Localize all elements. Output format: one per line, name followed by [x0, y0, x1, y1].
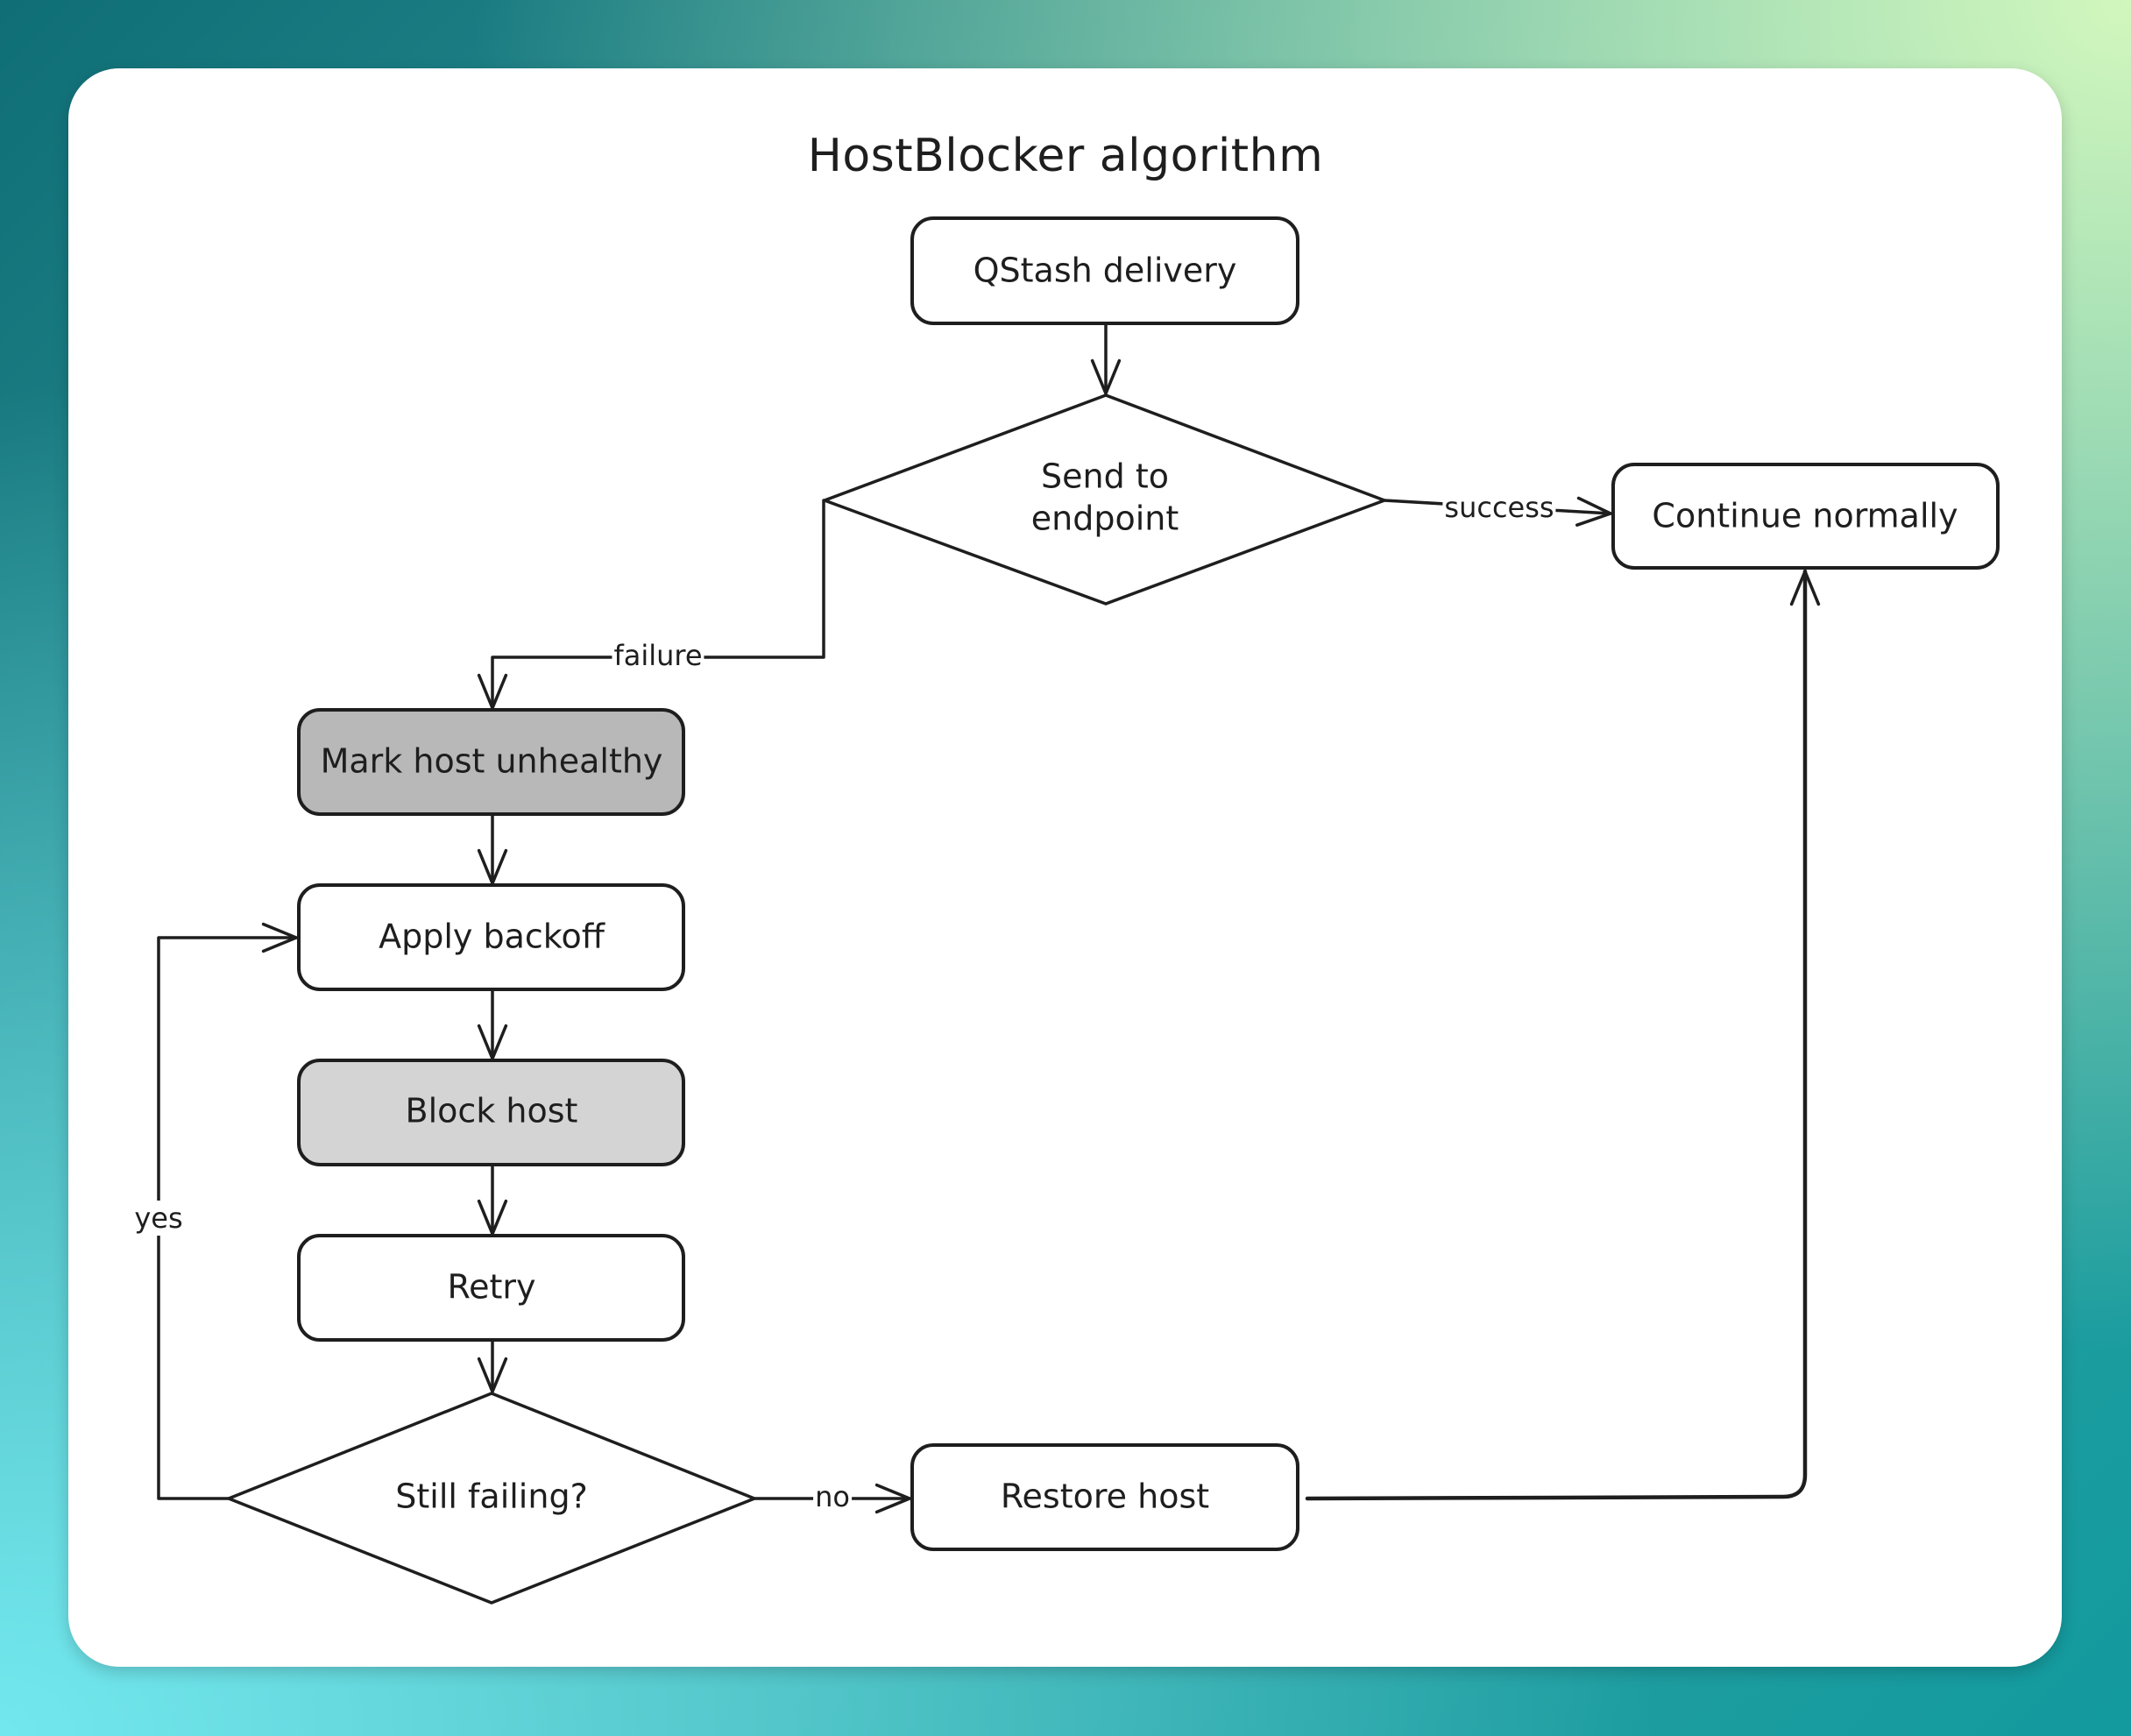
label-mark-host-unhealthy: Mark host unhealthy: [320, 741, 663, 781]
label-send-to-endpoint: Send to endpoint: [1031, 457, 1179, 540]
edge-label-no: no: [813, 1479, 852, 1514]
edge-label-yes: yes: [132, 1201, 185, 1236]
label-block-host: Block host: [405, 1091, 578, 1130]
edge-send-to-mark-failure: [477, 499, 825, 710]
node-block-host[interactable]: [297, 1059, 685, 1166]
node-mark-host-unhealthy[interactable]: [297, 708, 685, 816]
diagram-card: [68, 68, 2062, 1667]
label-continue-normally: Continue normally: [1652, 496, 1958, 535]
node-qstash-delivery[interactable]: [910, 216, 1299, 325]
label-qstash-delivery: QStash delivery: [973, 251, 1237, 290]
node-restore-host[interactable]: [910, 1443, 1299, 1551]
label-send-line-1: Send to: [1041, 457, 1169, 496]
label-still-failing: Still failing?: [395, 1477, 588, 1516]
node-retry[interactable]: [297, 1234, 685, 1342]
label-apply-backoff: Apply backoff: [379, 917, 605, 956]
label-send-line-2: endpoint: [1030, 499, 1179, 537]
label-retry: Retry: [447, 1267, 536, 1307]
node-send-to-endpoint[interactable]: [823, 393, 1386, 606]
label-restore-host: Restore host: [1000, 1477, 1210, 1516]
edge-label-failure: failure: [612, 638, 704, 673]
node-continue-normally[interactable]: [1611, 463, 2000, 570]
edge-restore-to-continue: [1305, 569, 1821, 1501]
node-apply-backoff[interactable]: [297, 883, 685, 991]
diagram-title: HostBlocker algorithm: [807, 130, 1324, 182]
node-still-failing[interactable]: [227, 1392, 756, 1605]
edge-label-success: success: [1442, 490, 1556, 525]
